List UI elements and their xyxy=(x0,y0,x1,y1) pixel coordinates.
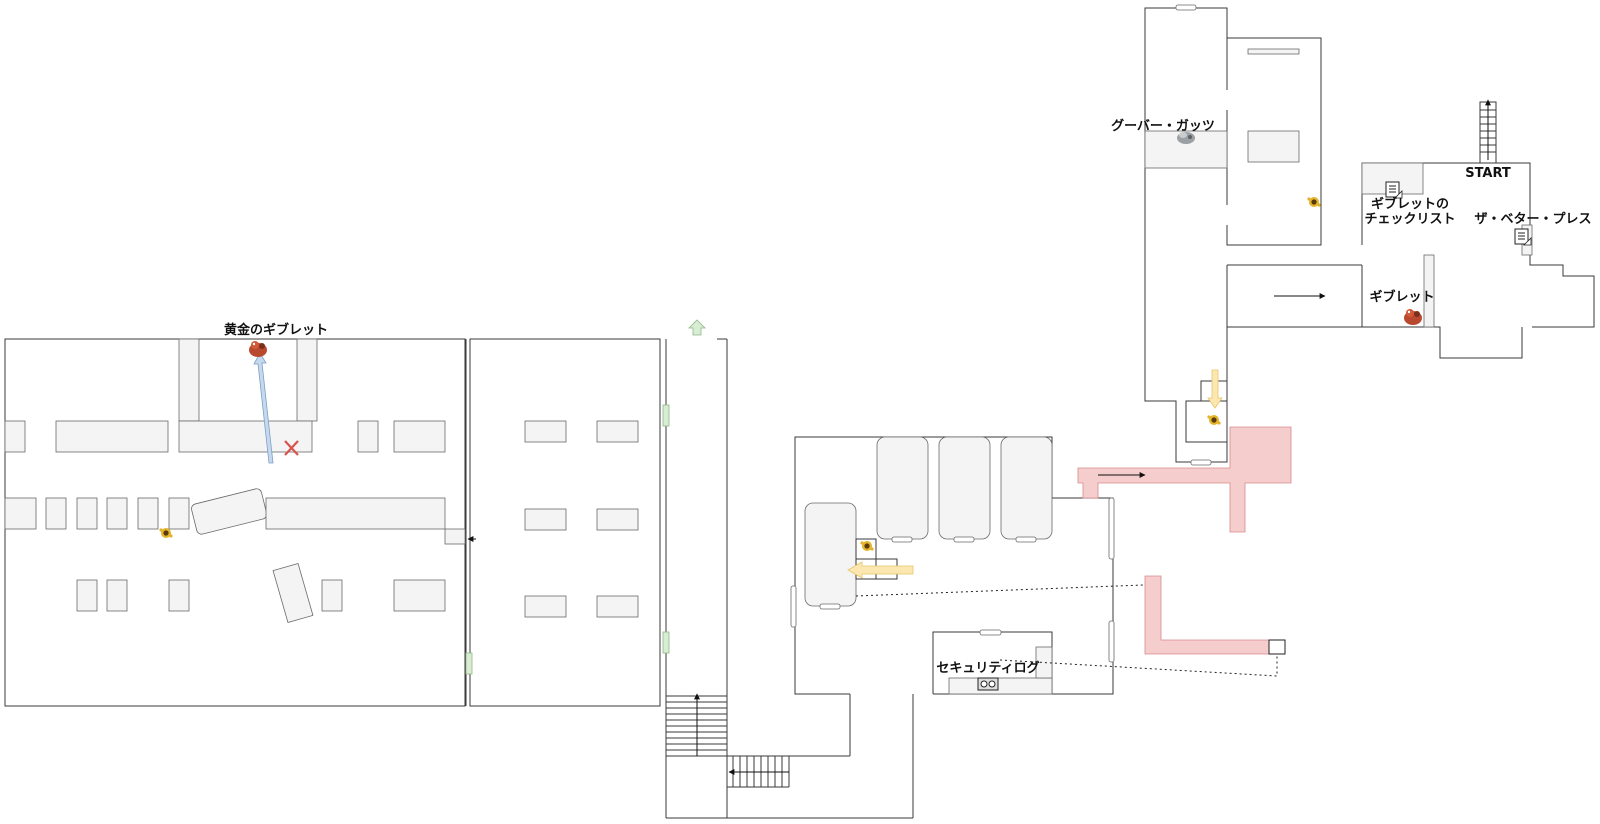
table xyxy=(168,497,190,530)
exit-arrow-icon xyxy=(688,319,706,336)
tilted-table xyxy=(191,488,268,535)
stairs-main xyxy=(666,693,727,757)
table xyxy=(168,579,190,612)
goober-gutz-icon[interactable] xyxy=(1177,132,1195,144)
label-giblet-checklist-1: ギブレットの xyxy=(1371,196,1449,212)
start-ladder xyxy=(1479,99,1497,164)
table xyxy=(76,497,98,530)
stairs-lower xyxy=(727,755,850,788)
table xyxy=(596,420,639,443)
counter xyxy=(4,420,26,453)
sunflower-enemy-icon[interactable] xyxy=(159,528,173,538)
table xyxy=(4,497,37,530)
table xyxy=(137,497,159,530)
x-mark-icon xyxy=(284,440,299,456)
table xyxy=(45,497,67,530)
green-door xyxy=(465,652,473,675)
tilted-table xyxy=(272,562,314,624)
table xyxy=(76,579,98,612)
yellow-arrow-icon xyxy=(1207,369,1223,409)
long-counter xyxy=(265,497,446,530)
table xyxy=(596,508,639,531)
desk xyxy=(948,677,1053,695)
vat xyxy=(876,436,929,540)
crate xyxy=(1247,130,1300,163)
giblet-creature-icon[interactable] xyxy=(1404,309,1422,325)
highlight-corridor xyxy=(1144,575,1272,655)
table xyxy=(596,595,639,618)
ledge xyxy=(444,528,466,545)
vat xyxy=(1000,436,1053,540)
sunflower-enemy-icon[interactable] xyxy=(1307,197,1321,207)
table xyxy=(106,497,128,530)
table xyxy=(524,595,567,618)
shelf xyxy=(1247,48,1300,55)
green-door xyxy=(662,404,670,427)
label-the-better-press: ザ・ベター・プレス xyxy=(1474,212,1591,227)
green-door xyxy=(662,631,670,654)
sunflower-enemy-icon[interactable] xyxy=(860,541,874,551)
table xyxy=(321,579,343,612)
highlight-corridor xyxy=(1077,426,1292,533)
yellow-arrow-icon xyxy=(847,561,914,579)
ledge xyxy=(1423,254,1435,328)
counter xyxy=(357,420,379,453)
counter xyxy=(393,420,446,453)
blue-arrow-icon xyxy=(253,352,274,464)
label-security-log: セキュリティログ xyxy=(936,660,1039,676)
label-goober-gutz: グーバー・ガッツ xyxy=(1111,118,1215,134)
label-start: START xyxy=(1465,166,1511,181)
shelf xyxy=(296,338,318,422)
label-golden-giblet: 黄金のギブレット xyxy=(224,322,328,338)
table xyxy=(524,508,567,531)
sunflower-enemy-icon[interactable] xyxy=(1207,415,1221,425)
vat xyxy=(804,502,857,607)
shelf xyxy=(178,338,200,422)
table xyxy=(106,579,128,612)
table xyxy=(393,579,446,612)
vat xyxy=(938,436,991,540)
counter xyxy=(55,420,169,453)
label-giblet: ギブレット xyxy=(1369,289,1434,305)
giblet-creature-icon[interactable] xyxy=(249,341,267,357)
label-giblet-checklist-2: チェックリスト xyxy=(1364,212,1455,227)
table xyxy=(524,420,567,443)
security-camera-icon[interactable] xyxy=(977,677,999,691)
